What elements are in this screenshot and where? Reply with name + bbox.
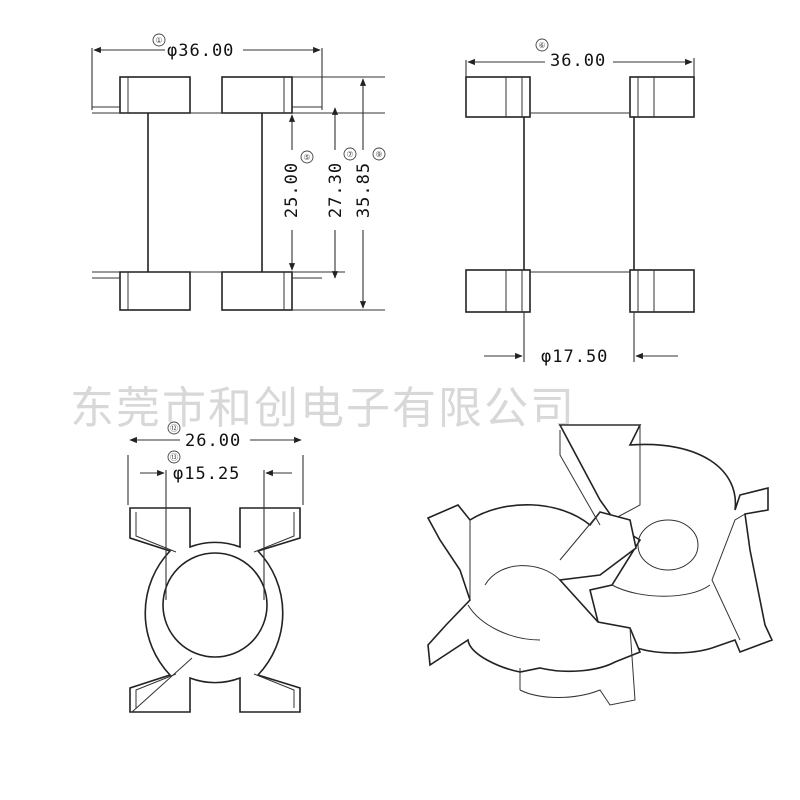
dim-front-width: φ36.00: [167, 41, 234, 61]
front-height-labels: 25.00 ⑤ 27.30 ⑦ 35.85 ⑨: [282, 147, 386, 218]
side-labels: ⑥ 36.00 φ17.50: [535, 38, 608, 367]
ref-marker: ⑨: [375, 150, 382, 159]
ref-marker: ⑬: [170, 453, 178, 462]
ref-marker: ⑥: [538, 41, 545, 50]
front-view: [91, 40, 385, 311]
dim-inner-height: 25.00: [282, 162, 302, 218]
front-width-label: ① φ36.00: [152, 33, 234, 61]
dim-inner-diameter: φ15.25: [173, 464, 240, 484]
company-watermark: 东莞市和创电子有限公司: [70, 383, 576, 434]
dim-total-height: 35.85: [354, 162, 374, 218]
dim-flange-height: 27.30: [326, 162, 346, 218]
top-view-labels: ⑫ 26.00 ⑬ φ15.25: [167, 421, 241, 484]
dim-side-width: 36.00: [550, 51, 606, 71]
side-view: [465, 50, 695, 366]
dim-outer-width: 26.00: [185, 431, 241, 451]
isometric-view: [426, 424, 774, 706]
ref-marker: ⑤: [303, 153, 310, 162]
top-view: [127, 430, 304, 713]
ref-marker: ⑦: [346, 150, 353, 159]
ref-marker: ⑫: [170, 424, 178, 433]
ref-marker: ①: [155, 36, 162, 45]
dim-core-diameter: φ17.50: [541, 347, 608, 367]
